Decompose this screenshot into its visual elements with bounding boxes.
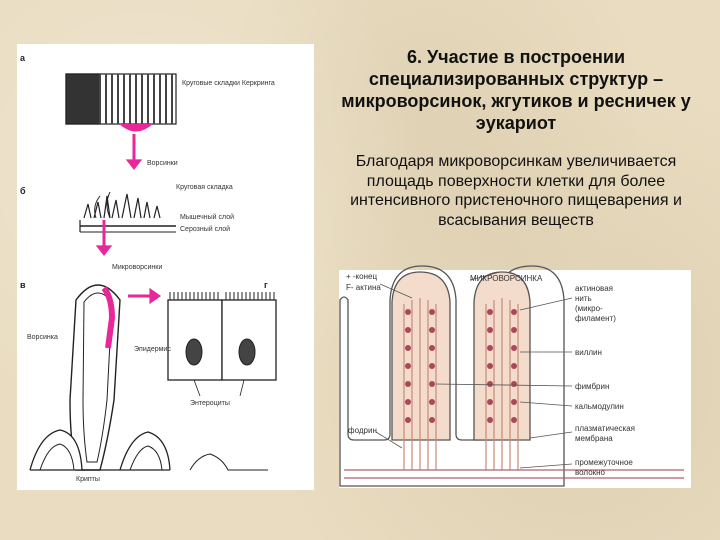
label-circular-fold: Круговая складка — [176, 184, 233, 191]
label-crypts: Крипты — [76, 476, 100, 483]
label-calmodulin: кальмодулин — [575, 402, 624, 411]
villus-long-section — [29, 284, 268, 471]
microvillus-left — [391, 271, 451, 441]
marker-d: г — [264, 280, 268, 290]
label-actin-2: нить — [575, 294, 592, 303]
marker-a: а — [20, 53, 26, 63]
label-enterocytes: Энтероциты — [190, 400, 230, 407]
label-villi: Ворсинки — [147, 160, 178, 167]
label-membrane-2: мембрана — [575, 434, 613, 443]
circular-fold-section — [79, 191, 176, 233]
label-fodrin: фодрин — [348, 426, 377, 435]
label-fimbrin: фимбрин — [575, 382, 610, 391]
label-muscle-layer: Мышечный слой — [180, 214, 235, 221]
label-actin-3: (микро- — [575, 304, 603, 313]
marker-b: б — [20, 186, 26, 196]
slide-body-text: Благодаря микроворсинкам увеличивается п… — [350, 153, 682, 229]
label-membrane-1: плазматическая — [575, 424, 636, 433]
intestine-tube-section — [65, 73, 177, 132]
label-mucosa: Эпидермис — [134, 346, 171, 353]
label-actin-1: актиновая — [575, 284, 613, 293]
label-microvilli: Микроворсинки — [112, 264, 163, 271]
label-microvillus: МИКРОВОРСИНКА — [470, 274, 543, 283]
label-serous-layer: Серозный слой — [180, 226, 231, 233]
label-villus: Ворсинка — [27, 334, 58, 341]
label-actin-4: филамент) — [575, 314, 616, 323]
marker-c: в — [20, 280, 26, 290]
label-intermediate-1: промежуточное — [575, 458, 633, 467]
label-f-actin: F- актина — [346, 283, 381, 292]
villin-dots — [405, 309, 517, 423]
label-plus-end: + -конец — [346, 272, 378, 281]
enterocytes-cells — [167, 292, 277, 397]
label-intermediate-2: волокно — [575, 468, 606, 477]
slide-title: 6. Участие в построении специализированн… — [341, 47, 691, 133]
label-villin: виллин — [575, 348, 602, 357]
label-folds: Круговые складки Керкринга — [182, 80, 275, 87]
